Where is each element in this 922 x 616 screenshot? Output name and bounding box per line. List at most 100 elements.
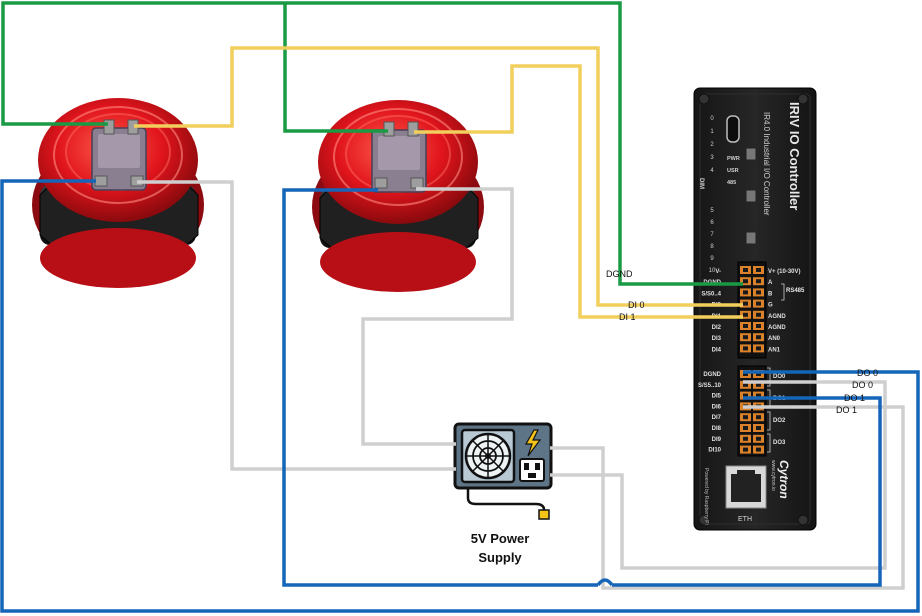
- terminal-hole: [756, 447, 761, 452]
- terminal-hole: [743, 290, 748, 295]
- terminal-hole: [756, 372, 761, 376]
- terminal-hole: [756, 382, 761, 387]
- wire-label-do1-a: DO 1: [844, 393, 865, 403]
- do-bracket: [767, 411, 771, 431]
- terminal-hole: [743, 335, 748, 340]
- terminal-hole: [756, 268, 761, 272]
- wire-label-group: DGND DI 0 DI 1 DO 0 DO 0 DO 1 DO 1: [606, 269, 878, 415]
- lower-terminal-label: DI9: [712, 437, 722, 443]
- wire-label-do1-b: DO 1: [836, 405, 857, 415]
- wire-label-dgnd: DGND: [606, 269, 633, 279]
- left-terminal-label: DI2: [712, 325, 722, 331]
- wire-green-1: [1, 1, 743, 286]
- dim-number: 1: [710, 129, 714, 135]
- psu-label-line1: 5V Power: [471, 531, 530, 546]
- wire-gray-2: [361, 187, 514, 446]
- terminal-hole: [756, 426, 761, 430]
- do-label: DO0: [773, 374, 786, 380]
- wire-gray-3: [550, 405, 905, 590]
- wire-label-do0-a: DO 0: [857, 368, 878, 378]
- wire-yellow-1: [134, 46, 743, 307]
- terminal-hole: [756, 335, 761, 340]
- wire-blue-2-end: [612, 396, 882, 587]
- iriv-io-controller: IRIV IO Controller IR4.0 Industrial I/O …: [693, 87, 817, 531]
- terminal-hole: [743, 312, 748, 317]
- right-terminal-label: V+ (10-30V): [768, 269, 801, 275]
- wire-green-2: [283, 3, 388, 133]
- terminal-hole: [743, 268, 748, 272]
- dim-number: 5: [710, 208, 714, 214]
- user-button[interactable]: [745, 231, 757, 245]
- lightning-icon: [524, 429, 542, 457]
- upper-terminal-block: [737, 261, 767, 359]
- terminal-hole: [743, 279, 748, 284]
- terminal-hole: [743, 415, 748, 420]
- wire-label-di1: DI 1: [619, 312, 636, 322]
- switch-body-2: [371, 121, 427, 193]
- terminal-hole: [743, 301, 748, 306]
- left-terminal-label: DI4: [712, 347, 722, 353]
- push-button-2: [312, 100, 484, 292]
- terminal-hole: [743, 393, 748, 398]
- wire-yellow-2: [414, 64, 743, 319]
- terminal-hole: [756, 290, 761, 295]
- switch-body-1: [91, 119, 147, 191]
- ethernet-port-icon: [725, 465, 767, 509]
- terminal-hole: [743, 426, 748, 430]
- do-bracket: [767, 367, 771, 387]
- rs485-label: RS485: [786, 288, 805, 294]
- left-terminal-label: V-: [715, 269, 721, 275]
- terminal-hole: [756, 279, 761, 284]
- led-label: USR: [727, 168, 739, 174]
- controller-subtitle: IR4.0 Industrial I/O Controller: [762, 112, 771, 216]
- wire-gray-4: [550, 380, 887, 570]
- terminal-hole: [743, 382, 748, 387]
- right-terminal-label: A: [768, 280, 773, 286]
- powered-by-label: Powered by Raspberry Pi: [703, 468, 709, 525]
- dim-number: 6: [710, 220, 714, 226]
- terminal-hole: [743, 346, 748, 351]
- lower-terminal-label: DI6: [712, 404, 722, 410]
- reset-button[interactable]: [745, 147, 757, 161]
- led-label: 485: [727, 180, 736, 186]
- terminal-hole: [743, 436, 748, 441]
- terminal-hole: [756, 312, 761, 317]
- right-terminal-label: B: [768, 291, 773, 297]
- brand-logo: Cytron: [777, 460, 791, 499]
- right-terminal-label: AN1: [768, 347, 781, 353]
- fan-icon: [464, 432, 512, 480]
- dim-number: 0: [710, 116, 714, 122]
- usb-port-icon: [726, 115, 740, 143]
- dim-number: 2: [710, 142, 714, 148]
- terminal-hole: [756, 436, 761, 441]
- terminal-hole: [756, 346, 761, 351]
- terminal-hole: [756, 415, 761, 420]
- terminal-hole: [743, 372, 748, 376]
- dim-number: 4: [710, 168, 714, 174]
- right-terminal-label: AGND: [768, 325, 786, 331]
- left-terminal-label: S/S0..4: [701, 291, 721, 297]
- right-terminal-label: AGND: [768, 314, 786, 320]
- boot-button[interactable]: [745, 189, 757, 203]
- dim-label: DIM: [698, 178, 704, 189]
- lower-terminal-label: DI8: [712, 426, 722, 432]
- wire-blue-2-hop: [596, 578, 614, 587]
- dim-number: 8: [710, 244, 714, 250]
- controller-title: IRIV IO Controller: [787, 102, 802, 210]
- push-button-1: [32, 98, 204, 288]
- dim-number: 3: [710, 155, 714, 161]
- psu-label-line2: Supply: [478, 550, 522, 565]
- eth-label: ETH: [738, 516, 752, 523]
- do-label: DO3: [773, 440, 786, 446]
- dim-number: 10: [709, 268, 716, 274]
- lower-terminal-label: DGND: [703, 372, 721, 378]
- power-supply-icon: [453, 422, 553, 520]
- lower-terminal-label: DI10: [708, 448, 721, 454]
- wire-blue-1: [0, 179, 920, 613]
- dim-number: 9: [710, 256, 714, 262]
- lower-terminal-label: S/S5..10: [698, 383, 722, 389]
- terminal-hole: [756, 301, 761, 306]
